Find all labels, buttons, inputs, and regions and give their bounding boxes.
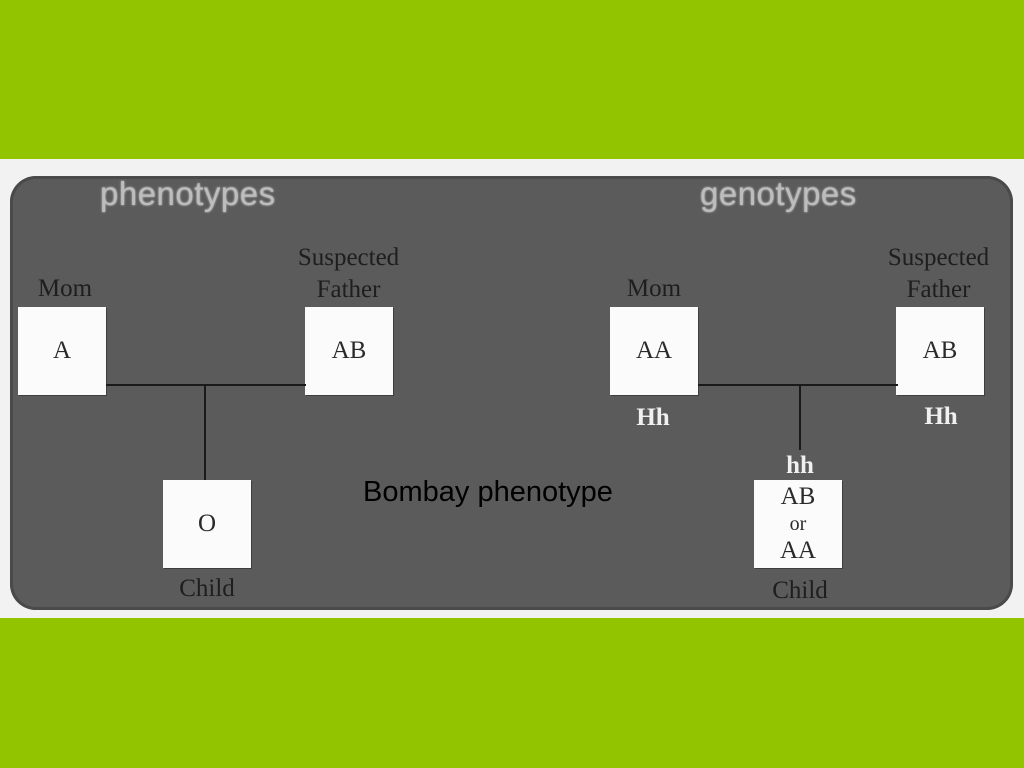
genotypes-heading: genotypes bbox=[700, 175, 857, 212]
phenotype-father-value: AB bbox=[331, 337, 367, 364]
phenotype-father-label-line2: Father bbox=[316, 276, 381, 303]
phenotype-parents-connector bbox=[106, 384, 306, 386]
genotype-child-connector bbox=[799, 385, 801, 450]
genotype-mom-value: AA bbox=[635, 337, 673, 364]
genotype-child-value-line3: AA bbox=[779, 537, 817, 564]
genotype-child-value-line2: or bbox=[789, 513, 807, 535]
phenotype-mom-value: A bbox=[52, 337, 72, 364]
phenotype-father-box: AB bbox=[305, 307, 393, 395]
genotype-child-label: Child bbox=[772, 577, 828, 604]
phenotype-child-label: Child bbox=[179, 575, 235, 602]
genotype-father-label-line1: Suspected bbox=[887, 244, 990, 271]
phenotype-father-label-line1: Suspected bbox=[297, 244, 400, 271]
genotype-child-value-line1: AB bbox=[780, 483, 816, 510]
genotype-mom-label: Mom bbox=[626, 275, 682, 302]
diagram-panel bbox=[10, 176, 1013, 610]
genotype-parents-connector bbox=[698, 384, 898, 386]
genotype-father-label-line2: Father bbox=[906, 276, 971, 303]
genotype-father-box: AB bbox=[896, 307, 984, 395]
phenotype-child-box: O bbox=[163, 480, 251, 568]
phenotype-child-value: O bbox=[197, 510, 217, 537]
genotype-mom-h: Hh bbox=[636, 404, 670, 431]
genotype-child-h: hh bbox=[786, 452, 814, 479]
genotype-father-h: Hh bbox=[924, 403, 958, 430]
genotype-father-value: AB bbox=[922, 337, 958, 364]
bombay-phenotype-caption: Bombay phenotype bbox=[363, 476, 613, 508]
genotype-mom-box: AA bbox=[610, 307, 698, 395]
phenotype-mom-box: A bbox=[18, 307, 106, 395]
phenotypes-heading: phenotypes bbox=[100, 175, 276, 212]
genotype-child-box: AB or AA bbox=[754, 480, 842, 568]
phenotype-child-connector bbox=[204, 385, 206, 480]
phenotype-mom-label: Mom bbox=[37, 275, 93, 302]
